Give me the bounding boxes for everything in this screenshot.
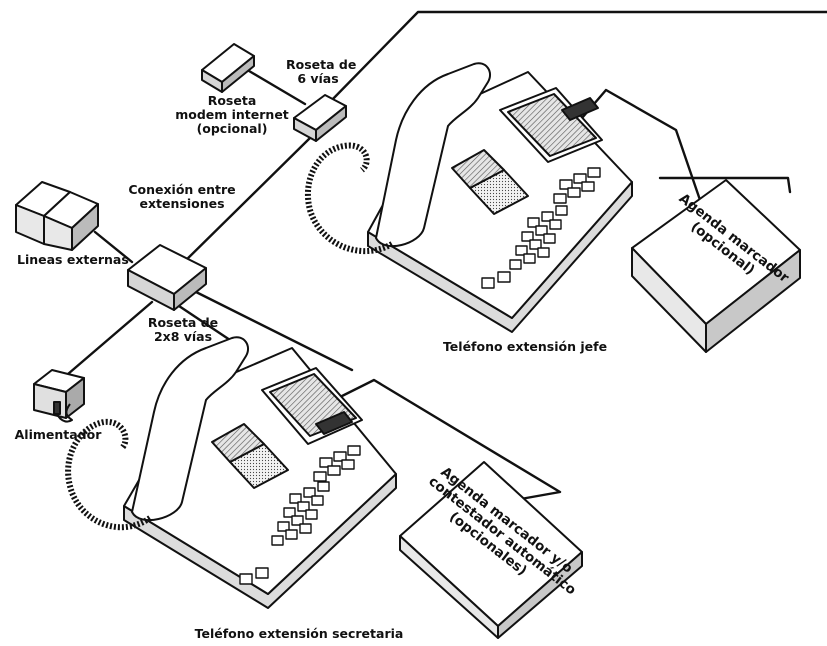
wire-external-to-2x8 <box>93 230 134 264</box>
boss-phone <box>304 62 633 333</box>
label-roseta-2x8-line2: 2x8 vías <box>153 329 213 344</box>
secretary-coiled-cord <box>65 418 152 531</box>
wire-2x8-to-power <box>66 300 154 376</box>
boss-keypad <box>481 167 601 289</box>
socket-6way <box>293 94 347 142</box>
label-modem-line2: modem internet <box>175 107 289 122</box>
label-modem-line3: (opcional) <box>196 121 268 136</box>
label-conexion-extensiones: Conexión entre extensiones <box>128 183 236 211</box>
secretary-handset <box>131 336 250 522</box>
socket-2x8 <box>127 244 207 311</box>
boss-handset <box>375 62 492 248</box>
label-roseta-modem: Roseta modem internet (opcional) <box>172 94 292 136</box>
wire-6way-to-top <box>326 10 827 106</box>
wire-2x8-to-secretary <box>190 288 354 372</box>
wire-modem-to-6way <box>242 66 307 106</box>
external-lines-sockets <box>15 181 99 251</box>
modem-socket <box>201 43 255 93</box>
wire-6way-to-2x8 <box>176 134 314 270</box>
secretary-agenda-device <box>399 461 583 639</box>
label-roseta-6-line1: Roseta de <box>286 57 357 72</box>
boss-coiled-cord <box>304 142 394 255</box>
label-roseta-6-vias: Roseta de 6 vías <box>286 57 357 86</box>
label-roseta-2x8-line1: Roseta de <box>147 315 219 330</box>
label-telefono-jefe: Teléfono extensión jefe <box>442 339 608 354</box>
wiring <box>66 10 827 502</box>
label-alimentador: Alimentador <box>14 427 102 442</box>
boss-agenda-device <box>631 179 801 353</box>
label-conexion-line2: extensiones <box>139 196 225 211</box>
label-modem-line1: Roseta <box>207 93 257 108</box>
wire-boss-agenda-right <box>658 176 792 194</box>
label-roseta-2x8: Roseta de 2x8 vías <box>146 316 220 344</box>
secretary-keypad <box>239 445 361 585</box>
label-telefono-secretaria: Teléfono extensión secretaria <box>194 626 404 641</box>
label-lineas-externas: Lineas externas <box>17 252 129 267</box>
wire-secretary-to-agenda <box>328 378 562 502</box>
secretary-phone <box>65 336 397 609</box>
label-roseta-6-line2: 6 vías <box>297 71 339 86</box>
label-conexion-line1: Conexión entre <box>128 182 236 197</box>
power-adapter <box>33 369 85 423</box>
